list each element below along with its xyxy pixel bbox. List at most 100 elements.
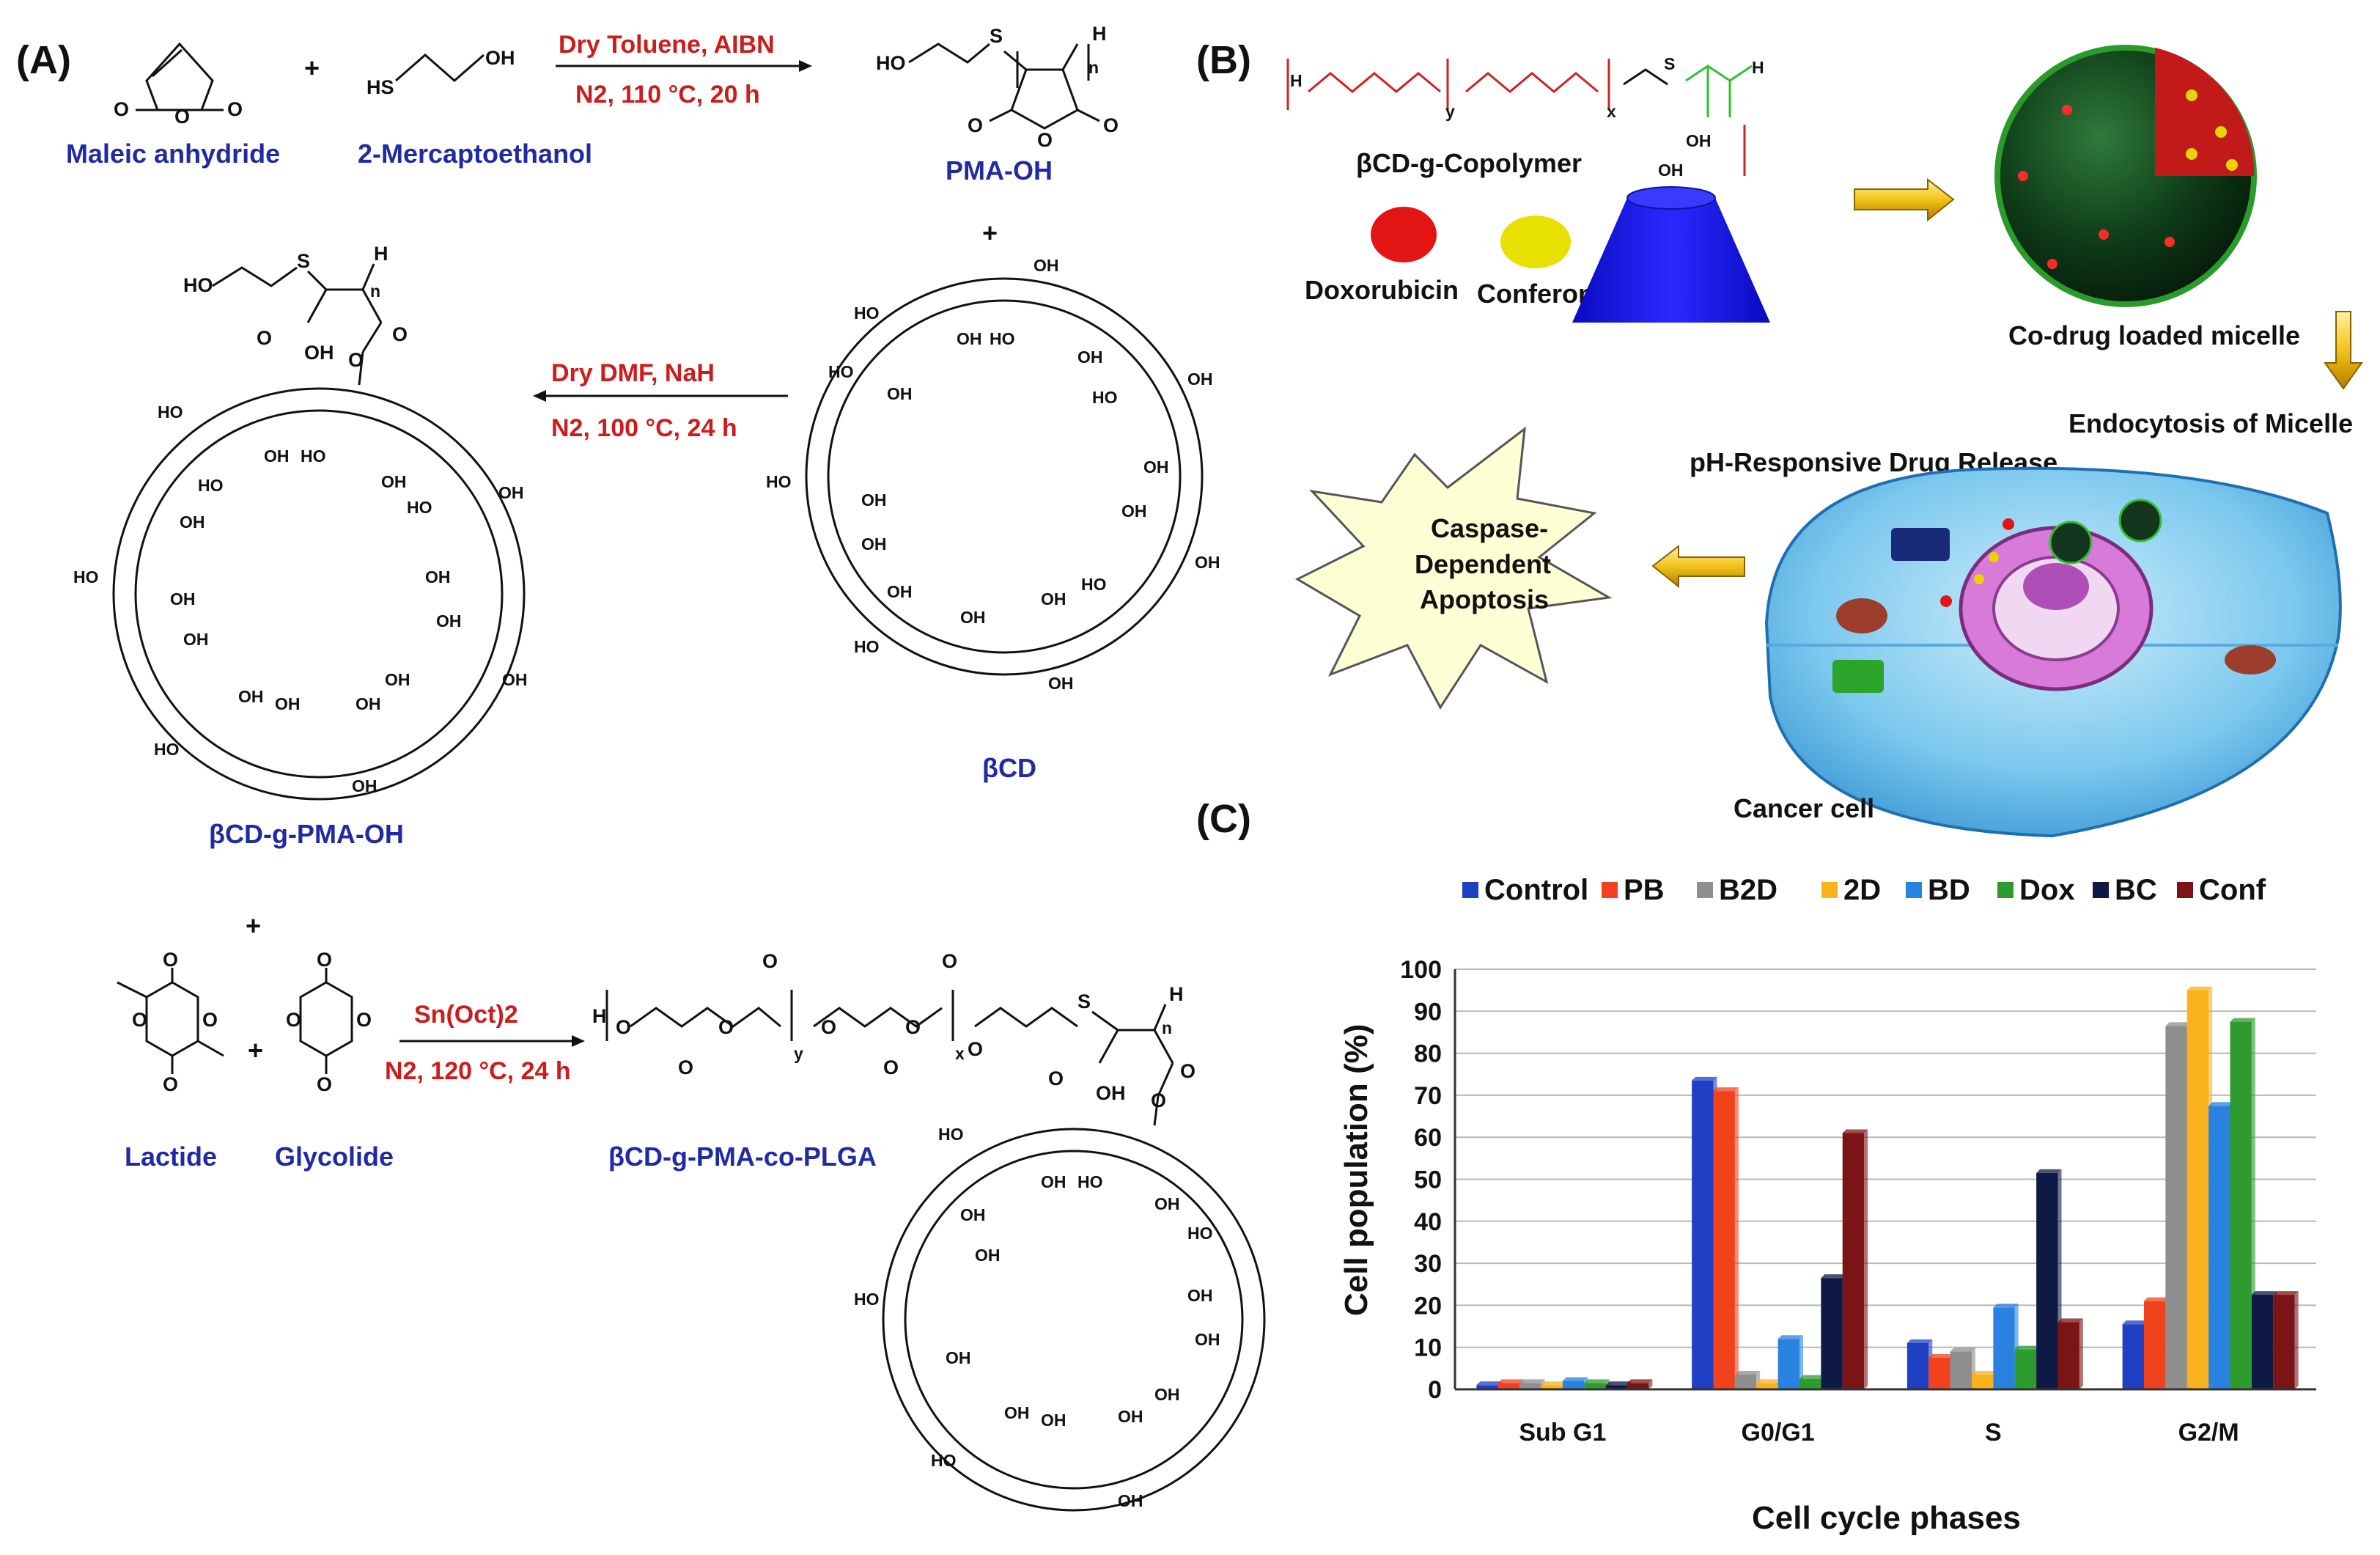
atom-label: n: [1162, 1018, 1172, 1037]
atom-label: HO: [1092, 388, 1118, 407]
atom-label: HO: [158, 402, 183, 422]
atom-label: S: [1077, 990, 1091, 1012]
atom-label: HO: [1187, 1224, 1213, 1243]
atom-label: O: [348, 349, 364, 371]
plus-sign: +: [248, 1035, 263, 1065]
bar-top: [1950, 1348, 1975, 1352]
atom-label: O: [678, 1056, 693, 1078]
bar-top: [2014, 1345, 2041, 1350]
bcd-g-pma-oh-label: βCD-g-PMA-OH: [209, 819, 404, 849]
atom-label: HS: [366, 76, 394, 98]
atom-label: OH: [1154, 1385, 1180, 1404]
y-tick-label: 0: [1428, 1376, 1442, 1404]
conferone-icon: [1500, 216, 1571, 268]
atom-label: OH: [502, 670, 528, 689]
pma-oh-label: PMA-OH: [946, 155, 1053, 185]
atom-label: OH: [1034, 256, 1059, 275]
atom-label: HO: [938, 1125, 964, 1144]
bar-bc-2: [2036, 1172, 2058, 1389]
atom-label: OH: [957, 329, 982, 348]
bar-side: [1734, 1087, 1739, 1389]
bcd-ring-right: OH HO OH HO OH OH HO OH HO OH HO OH OH O…: [766, 256, 1220, 693]
bar-top: [1734, 1370, 1761, 1375]
atom-label: OH: [1118, 1407, 1143, 1426]
x-tick-label: S: [1985, 1419, 2002, 1446]
atom-label: O: [616, 1016, 631, 1038]
plus-sign: +: [982, 218, 998, 248]
atom-label: OH: [1041, 589, 1066, 609]
bar-pb-2: [1928, 1358, 1950, 1389]
atom-label: O: [968, 1038, 983, 1060]
bar-top: [2122, 1320, 2148, 1325]
atom-label: OH: [1004, 1403, 1030, 1422]
atom-label: OH: [1048, 674, 1074, 693]
atom-label: n: [1088, 58, 1099, 77]
bcd-label: βCD: [982, 753, 1036, 783]
bar-top: [2057, 1318, 2083, 1323]
atom-label: O: [942, 950, 957, 972]
bar-control-2: [1906, 1342, 1929, 1389]
x-tick-label: G0/G1: [1742, 1419, 1815, 1446]
atom-label: O: [883, 1056, 899, 1078]
legend-swatch: [1906, 882, 1922, 898]
reaction-arrow-3: [399, 1035, 585, 1047]
bar-side: [1648, 1379, 1653, 1389]
bar-2d-2: [1972, 1374, 1994, 1389]
atom-label: OH: [183, 630, 209, 649]
atom-label: HO: [407, 498, 432, 517]
bar-dox-2: [2014, 1349, 2037, 1389]
bar-top: [1906, 1339, 1933, 1343]
loaded-micelle-label: Co-drug loaded micelle: [2008, 320, 2300, 350]
atom-label: H: [374, 243, 388, 265]
legend-swatch: [1462, 882, 1478, 898]
bcd-g-pma-oh-structure: HO S H n O OH O O HO OH HO OH OH HO OH H…: [73, 243, 528, 801]
condition-3-top: Sn(Oct)2: [414, 1001, 518, 1029]
mercaptoethanol-label: 2-Mercaptoethanol: [358, 139, 592, 169]
atom-label: HO: [854, 304, 880, 323]
atom-label: OH: [238, 687, 264, 706]
bar-bc-1: [1821, 1278, 1843, 1389]
atom-label: O: [1151, 1089, 1166, 1111]
atom-label: HO: [854, 637, 880, 656]
atom-label: O: [317, 949, 332, 971]
chart-bars: [1476, 986, 2299, 1389]
bar-top: [2186, 986, 2213, 990]
pma-oh-structure: HO S H n O O O: [876, 23, 1119, 151]
copolymer-label: βCD-g-Copolymer: [1356, 148, 1582, 178]
bar-bd-1: [1777, 1339, 1799, 1389]
legend-swatch: [1997, 882, 2014, 898]
atom-label: OH: [887, 384, 913, 403]
bar-top: [1713, 1087, 1739, 1092]
final-product-label: βCD-g-PMA-co-PLGA: [608, 1142, 877, 1172]
atom-label: HO: [73, 567, 99, 587]
cancer-cell-icon: [1764, 466, 2342, 838]
bar-bd-0: [1562, 1381, 1585, 1389]
atom-label: HO: [876, 52, 906, 74]
co-drug-micelle-icon: [1994, 45, 2257, 307]
bar-2d-1: [1756, 1383, 1778, 1389]
atom-label: HO: [183, 274, 213, 296]
atom-label: HO: [1077, 1172, 1103, 1191]
y-tick-label: 90: [1414, 998, 1442, 1026]
atom-label: OH: [1195, 1330, 1220, 1349]
bar-top: [1584, 1379, 1610, 1383]
legend-swatch: [2177, 882, 2193, 898]
atom-label: O: [174, 106, 190, 128]
bar-top: [1928, 1354, 1954, 1359]
bar-top: [1821, 1274, 1846, 1279]
atom-label: OH: [1077, 348, 1103, 367]
bar-b2d-1: [1734, 1374, 1757, 1389]
bar-bd-3: [2208, 1106, 2230, 1389]
bar-b2d-2: [1950, 1351, 1972, 1389]
bar-b2d-0: [1519, 1383, 1541, 1389]
atom-label: O: [163, 1073, 178, 1095]
atom-label: HO: [198, 476, 224, 495]
atom-label: O: [132, 1009, 147, 1031]
atom-label: n: [370, 282, 380, 301]
bcd-g-pma-co-plga-structure: H O O O O y O O O O x O S H n O OH O O H…: [592, 950, 1266, 1512]
y-tick-label: 60: [1414, 1124, 1442, 1152]
bar-control-0: [1476, 1385, 1498, 1389]
atom-label: OH: [861, 490, 887, 510]
